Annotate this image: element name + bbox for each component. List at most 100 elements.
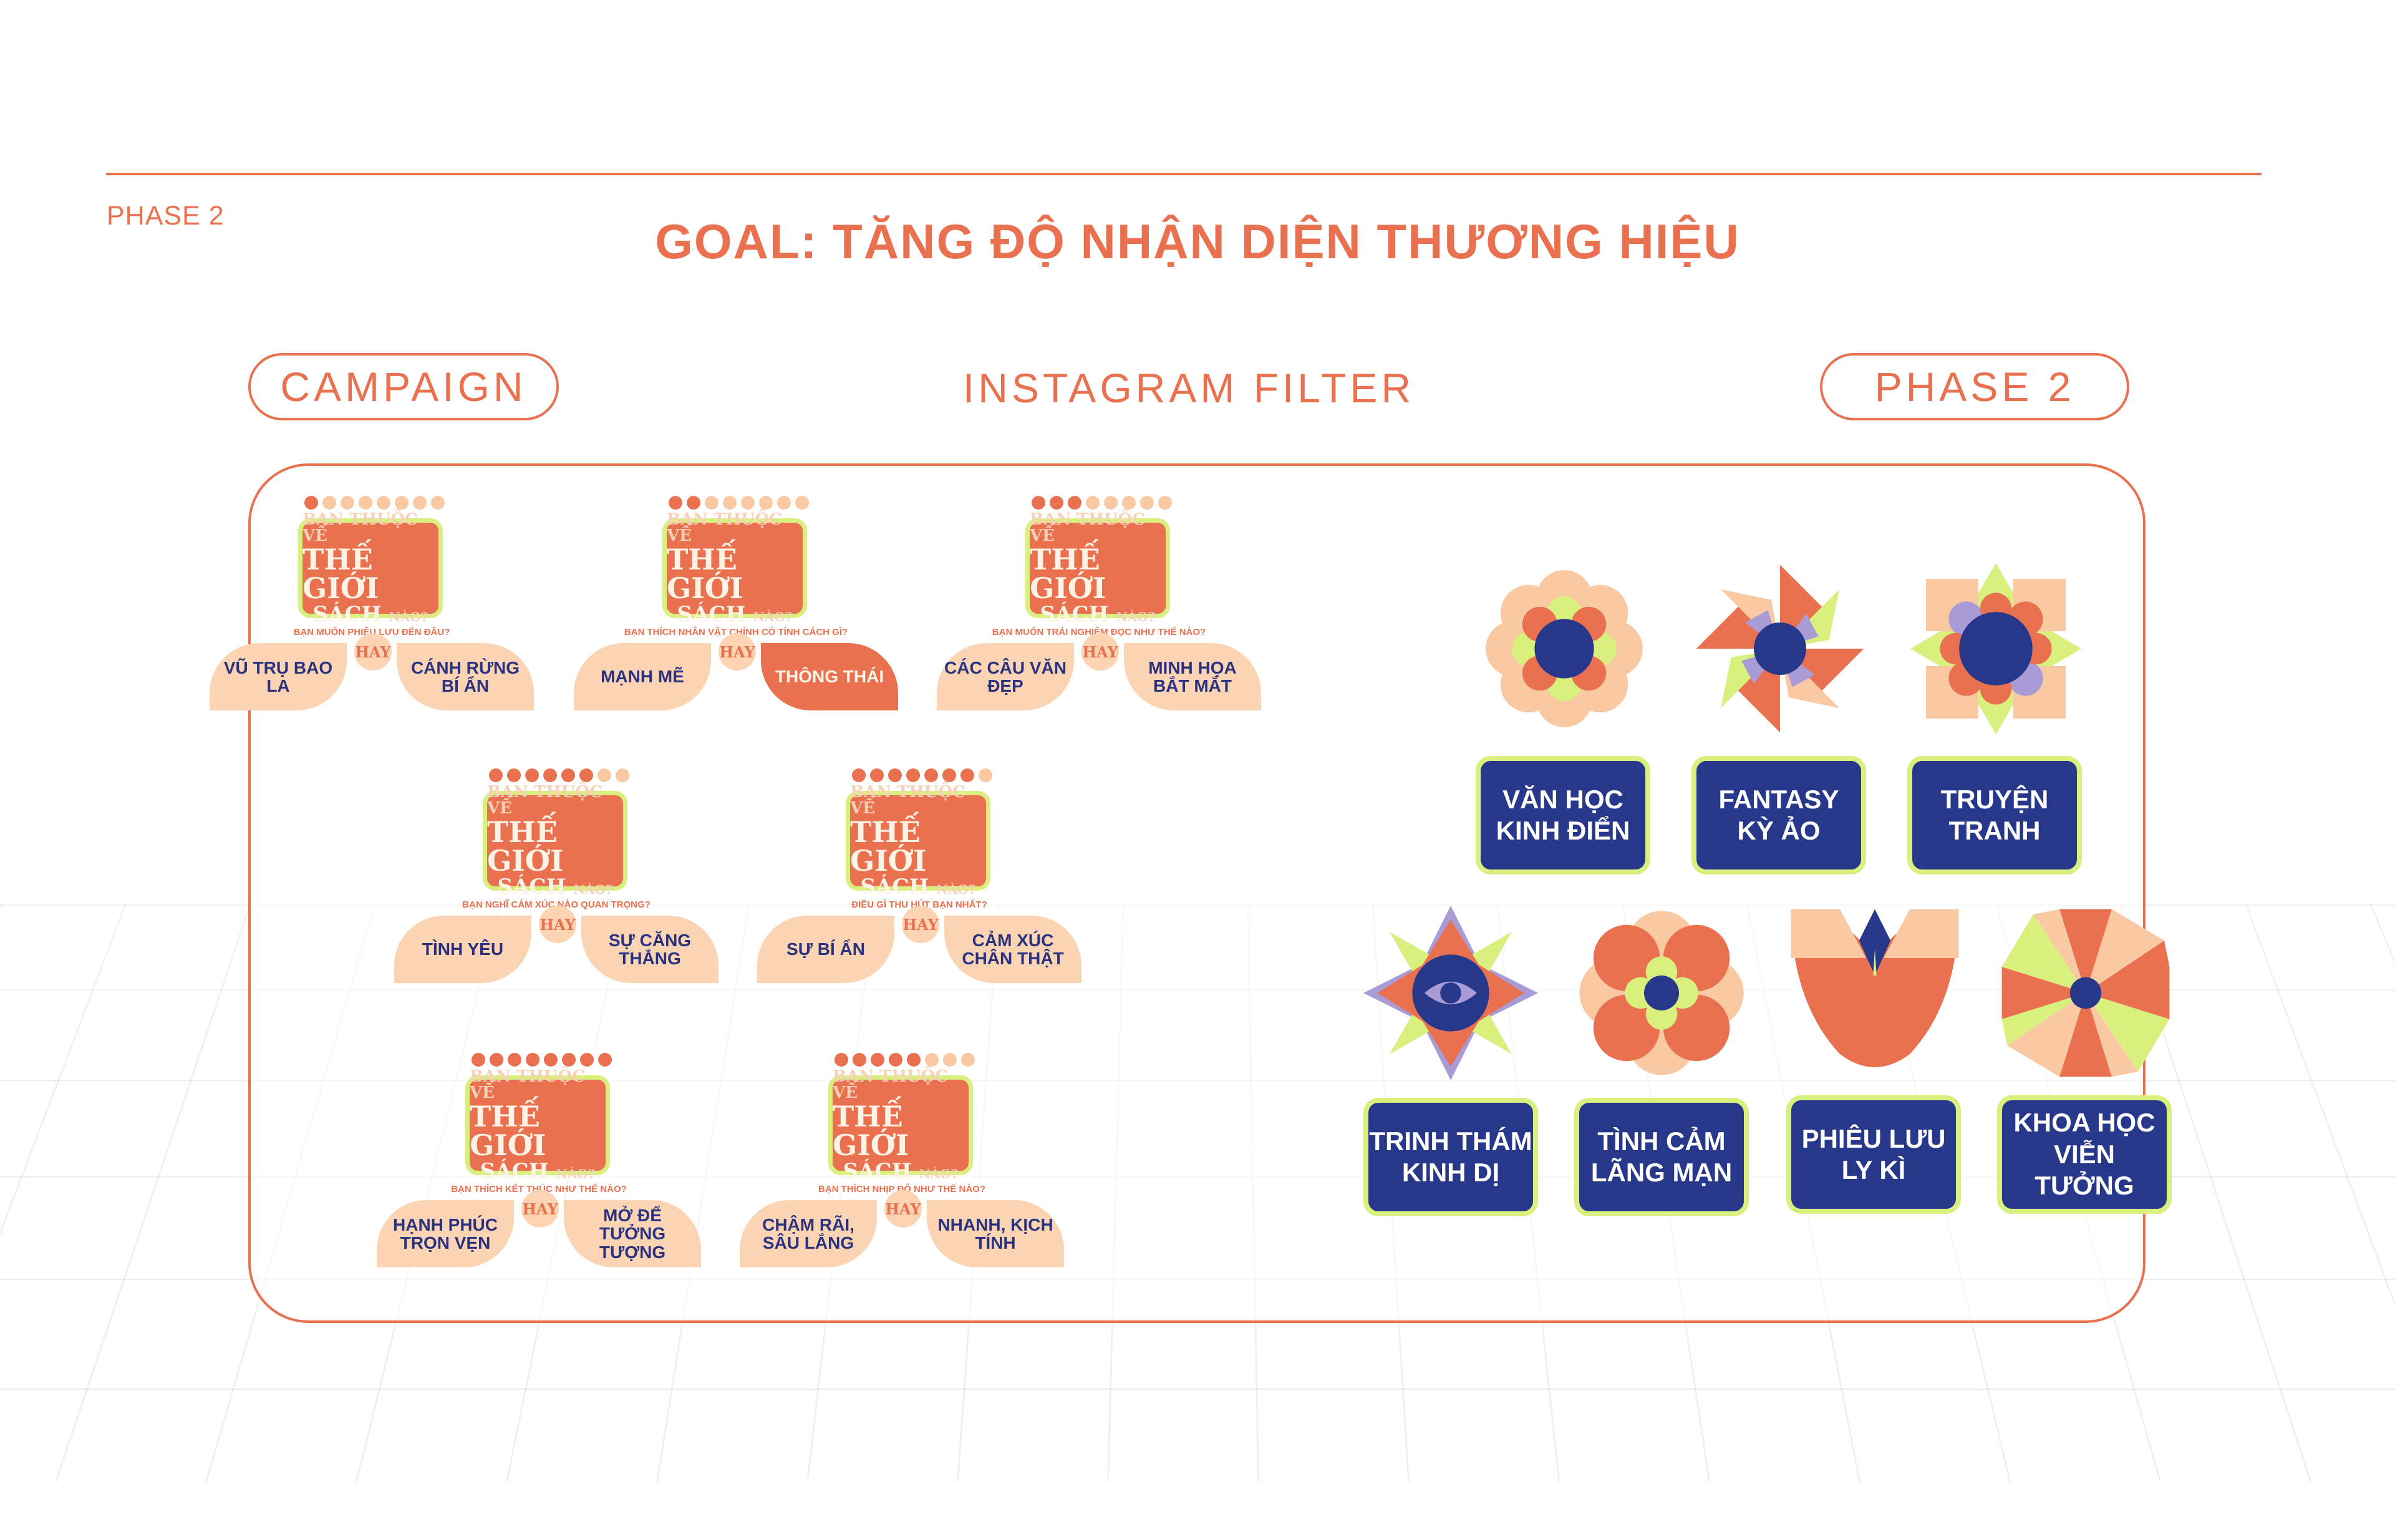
genre-line2: KINH DỊ [1401, 1158, 1500, 1187]
logo-line2: THẾ GIỚI [470, 1100, 546, 1162]
genre-line2: VIỄN TƯỞNG [2035, 1139, 2134, 1201]
genre-line1: KHOA HỌC [2013, 1108, 2156, 1138]
progress-dot [543, 768, 557, 782]
or-badge: HAY [354, 633, 392, 671]
logo-line3: SÁCH NÀO? [843, 1159, 959, 1184]
progress-dot [759, 496, 773, 510]
progress-dot [598, 768, 611, 782]
answer-option-left[interactable]: MẠNH MẼ [574, 643, 711, 710]
logo-line1: BẠN THUỘC VỀ [850, 783, 965, 818]
or-badge: HAY [718, 633, 756, 671]
progress-dot [377, 496, 390, 510]
genre-line2: KINH ĐIỂN [1496, 816, 1630, 845]
answer-option-left[interactable]: CÁC CÂU VĂN ĐẸP [937, 643, 1074, 710]
progress-dot [341, 496, 354, 510]
or-badge: HAY [521, 1190, 559, 1228]
logo-line1: BẠN THUỘC VỀ [667, 510, 782, 545]
quiz-logo-badge: BẠN THUỘC VỀ THẾ GIỚI SÁCH NÀO? [465, 1068, 610, 1182]
logo-line1: BẠN THUỘC VỀ [1030, 510, 1145, 545]
progress-dot [413, 496, 427, 510]
answer-option-right[interactable]: THÔNG THÁI [761, 643, 898, 710]
progress-dot [942, 768, 956, 782]
flower-scifi-icon [1998, 906, 2173, 1080]
logo-line1: BẠN THUỘC VỀ [302, 510, 418, 545]
quiz-question: ĐIỀU GÌ THU HÚT BẠN NHẤT? [851, 899, 987, 910]
answer-option-left[interactable]: VŨ TRỤ BAO LA [210, 643, 347, 710]
progress-dot [580, 1053, 594, 1067]
answer-option-left[interactable]: TÌNH YÊU [394, 916, 531, 983]
flower-fantasy-icon [1693, 561, 1867, 736]
answer-option-right[interactable]: MINH HỌA BẮT MẮT [1124, 643, 1261, 710]
progress-dot [906, 768, 920, 782]
answer-option-left[interactable]: CHẬM RÃI, SÂU LẮNG [740, 1200, 877, 1267]
logo-line3: SÁCH NÀO? [312, 602, 428, 627]
progress-dot [852, 768, 866, 782]
logo-line2: THẾ GIỚI [1030, 543, 1106, 605]
quiz-logo-badge: BẠN THUỘC VỀ THẾ GIỚI SÁCH NÀO? [1025, 511, 1170, 625]
quiz-question: BẠN THÍCH NHÂN VẬT CHÍNH CÓ TÍNH CÁCH GÌ… [624, 627, 848, 637]
progress-dot [544, 1053, 558, 1067]
progress-dots [669, 496, 818, 512]
progress-dot [1122, 496, 1136, 510]
progress-dot [723, 496, 737, 510]
phase-pill: PHASE 2 [1820, 353, 2129, 420]
genre-line2: LY KÌ [1841, 1155, 1906, 1184]
flower-romance-icon [1574, 906, 1749, 1080]
quiz-card: BẠN THUỘC VỀ THẾ GIỚI SÁCH NÀO? BẠN MUỐN… [210, 496, 559, 733]
progress-dots [472, 1053, 621, 1069]
progress-dot [322, 496, 336, 510]
progress-dot [1140, 496, 1154, 510]
answer-option-right[interactable]: MỞ ĐỂ TƯỞNG TƯỢNG [564, 1200, 701, 1267]
or-badge: HAY [1081, 633, 1119, 671]
progress-dot [1050, 496, 1063, 510]
progress-dot [705, 496, 718, 510]
flower-comic-icon [1909, 561, 2083, 736]
progress-dot [924, 768, 938, 782]
genre-line1: VĂN HỌC [1502, 784, 1623, 814]
quiz-logo-badge: BẠN THUỘC VỀ THẾ GIỚI SÁCH NÀO? [828, 1068, 973, 1182]
or-badge: HAY [539, 906, 576, 943]
answer-option-right[interactable]: CÁNH RỪNG BÍ ẨN [397, 643, 534, 710]
answer-option-right[interactable]: NHANH, KỊCH TÍNH [927, 1200, 1064, 1267]
genre-line2: TRANH [1948, 816, 2041, 845]
progress-dot [472, 1053, 485, 1067]
answer-option-right[interactable]: CẢM XÚC CHÂN THẬT [944, 916, 1081, 983]
progress-dot [687, 496, 700, 510]
answer-option-right[interactable]: SỰ CĂNG THẲNG [581, 916, 718, 983]
quiz-logo-badge: BẠN THUỘC VỀ THẾ GIỚI SÁCH NÀO? [483, 784, 627, 898]
progress-dots [852, 768, 1002, 785]
quiz-card: BẠN THUỘC VỀ THẾ GIỚI SÁCH NÀO? ĐIỀU GÌ … [757, 768, 1106, 1005]
progress-dot [853, 1053, 866, 1067]
page-title: GOAL: TĂNG ĐỘ NHẬN DIỆN THƯƠNG HIỆU [655, 214, 1740, 269]
progress-dots [835, 1053, 984, 1069]
flower-eye-icon [1363, 906, 1538, 1080]
flower-tulip-icon [1788, 906, 1962, 1080]
logo-line2: THẾ GIỚI [302, 543, 379, 605]
progress-dot [562, 1053, 576, 1067]
logo-line3: SÁCH NÀO? [860, 874, 976, 899]
progress-dot [925, 1053, 939, 1067]
progress-dot [960, 768, 974, 782]
quiz-card: BẠN THUỘC VỀ THẾ GIỚI SÁCH NÀO? BẠN THÍC… [740, 1053, 1089, 1290]
progress-dot [1068, 496, 1081, 510]
quiz-logo-badge: BẠN THUỘC VỀ THẾ GIỚI SÁCH NÀO? [298, 511, 443, 625]
or-badge: HAY [902, 906, 939, 943]
progress-dot [669, 496, 682, 510]
logo-line3: SÁCH NÀO? [497, 874, 613, 899]
quiz-question: BẠN THÍCH NHỊP ĐỘ NHƯ THẾ NÀO? [818, 1184, 985, 1194]
answer-option-left[interactable]: HẠNH PHÚC TRỌN VẸN [377, 1200, 514, 1267]
answer-option-left[interactable]: SỰ BÍ ẨN [757, 916, 894, 983]
quiz-question: BẠN MUỐN PHIÊU LƯU ĐẾN ĐÂU? [293, 627, 450, 637]
quiz-question: BẠN NGHĨ CẢM XÚC NÀO QUAN TRỌNG? [462, 899, 651, 910]
genre-line2: KỲ ẢO [1737, 816, 1821, 845]
progress-dot [741, 496, 755, 510]
or-badge: HAY [884, 1190, 922, 1228]
header-rule [106, 173, 2262, 175]
